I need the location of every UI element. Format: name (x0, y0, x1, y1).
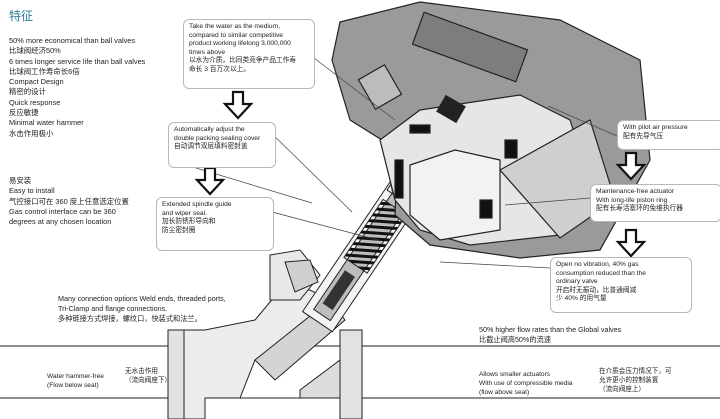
features-heading: 特征 (9, 9, 34, 23)
callout-top-center: Take the water as the medium, compared t… (183, 19, 315, 89)
feature-item: Minimal water hammer (9, 118, 84, 128)
callout-maintenance-free: Maintenance-free actuator With long-life… (590, 184, 720, 222)
feature-item: 比球阀经济50% (9, 46, 61, 56)
feature-item: 6 times longer service life than ball va… (9, 56, 146, 66)
water-hammer-en: Water hammer-free (Flow below seat) (47, 373, 104, 389)
feature-item: 精密的设计 (9, 87, 46, 97)
smaller-actuators-cn: 在介质会压力情况下，可 允许更小的控制装置 （流向阀座上） (599, 368, 672, 393)
callout-pilot-air: With pilot air pressure 配有先导气压 (617, 120, 720, 150)
callout-double-packing: Automatically adjust the double packing … (168, 122, 276, 168)
smaller-actuators-en: Allows smaller actuators With use of com… (479, 371, 573, 396)
water-hammer-cn: 无水击作用 （流向阀座下） (125, 368, 172, 384)
down-arrow-icon (615, 228, 647, 258)
feature-item: Compact Design (9, 77, 64, 87)
feature-item: 水击作用极小 (9, 128, 54, 138)
install-text: 易安装 Easy to install 气控接口可在 360 度上任意选定位置 … (9, 176, 129, 227)
down-arrow-icon (615, 151, 647, 181)
down-arrow-icon (222, 90, 254, 120)
connection-options-text: Many connection options Weld ends, threa… (58, 294, 226, 323)
feature-item: 反应敏捷 (9, 108, 39, 118)
flow-rates-text: 50% higher flow rates than the Global va… (479, 325, 622, 344)
callout-spindle-guide: Extended spindle guide and wiper seal. 加… (156, 197, 274, 251)
feature-item: 比球阀工作寿命长6倍 (9, 66, 80, 76)
feature-list: 50% more economical than ball valves 比球阀… (9, 36, 145, 139)
down-arrow-icon (194, 166, 226, 196)
actuator-housing (331, 1, 651, 259)
callout-no-vibration: Open no vibration, 40% gas consumption r… (550, 257, 692, 313)
feature-item: Quick response (9, 97, 61, 107)
feature-item: 50% more economical than ball valves (9, 36, 136, 45)
